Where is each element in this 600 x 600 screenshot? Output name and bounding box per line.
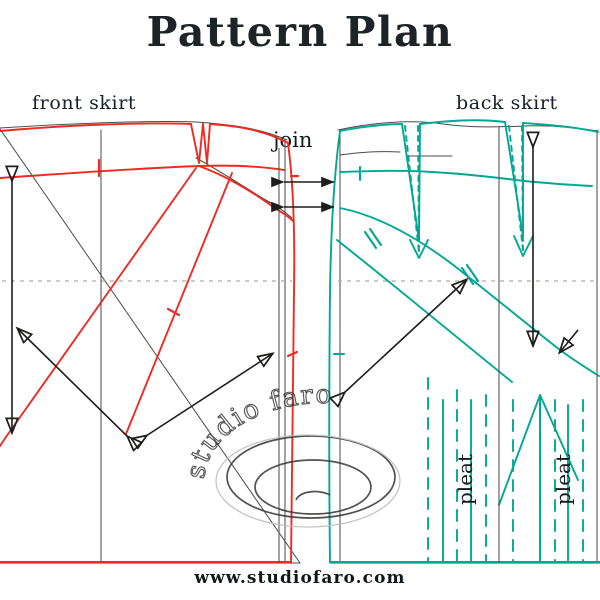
draft-construction-lines <box>0 120 600 564</box>
join-label: join <box>273 128 313 152</box>
front-skirt-panel <box>0 122 300 564</box>
front-skirt-label: front skirt <box>32 92 137 114</box>
measure-arrows <box>12 146 579 437</box>
grainline-guides <box>100 127 500 563</box>
watermark-text: studio faro <box>181 380 333 481</box>
front-left-diagonal-arrow <box>18 329 128 437</box>
back-diagonal-arrow <box>344 280 466 393</box>
front-right-diagonal-arrow <box>146 354 272 436</box>
site-url: www.studiofaro.com <box>194 568 406 588</box>
page-title: Pattern Plan <box>146 8 454 56</box>
pleat-label-left: pleat <box>453 454 477 505</box>
pleat-label-right: pleat <box>551 454 575 505</box>
back-skirt-label: back skirt <box>456 92 558 114</box>
back-v-arrow <box>560 329 579 352</box>
watermark: studio faro <box>180 379 401 528</box>
